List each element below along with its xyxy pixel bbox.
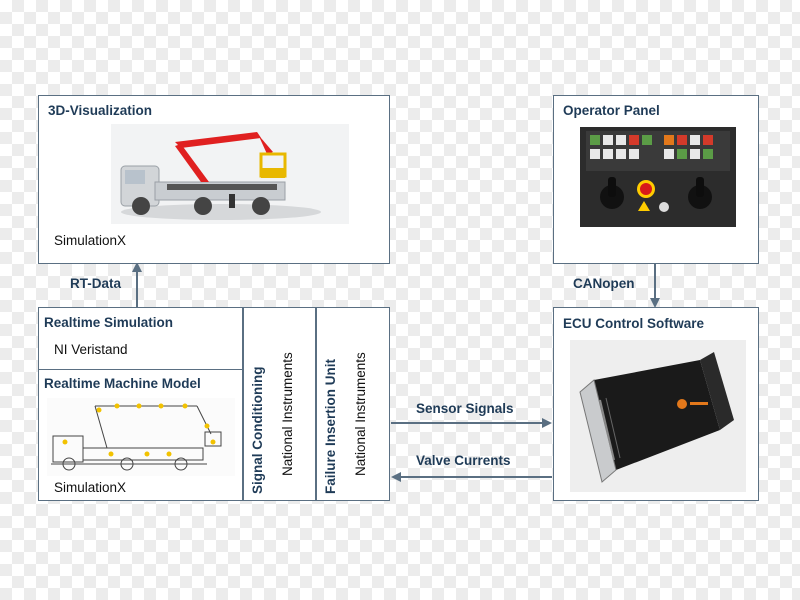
machine-model-box: Realtime Machine Model SimulationX (38, 369, 243, 501)
sensor-signals-label: Sensor Signals (416, 401, 514, 416)
crane-truck-render (111, 124, 349, 224)
realtime-simulation-sub: NI Veristand (54, 342, 128, 357)
operator-panel-title: Operator Panel (563, 103, 660, 118)
signal-conditioning-title: Signal Conditioning (250, 366, 265, 494)
realtime-simulation-title: Realtime Simulation (44, 315, 174, 330)
failure-insertion-box: Failure Insertion Unit National Instrume… (316, 307, 390, 501)
operator-panel-box: Operator Panel (553, 95, 759, 264)
visualization-box: 3D-Visualization SimulationX (38, 95, 390, 264)
failure-insertion-sub: National Instruments (353, 352, 368, 476)
canopen-label: CANopen (573, 276, 635, 291)
failure-insertion-title: Failure Insertion Unit (323, 358, 338, 494)
ecu-control-title: ECU Control Software (563, 316, 705, 331)
visualization-title: 3D-Visualization (48, 103, 153, 118)
realtime-simulation-panel: Realtime Simulation NI Veristand (38, 307, 243, 369)
machine-model-sub: SimulationX (54, 480, 127, 495)
signal-conditioning-box: Signal Conditioning National Instruments (243, 307, 316, 501)
ecu-controller-photo (570, 340, 746, 492)
machine-model-title: Realtime Machine Model (44, 376, 201, 391)
ecu-control-box: ECU Control Software (553, 307, 759, 501)
signal-conditioning-sub: National Instruments (280, 352, 295, 476)
valve-currents-label: Valve Currents (416, 453, 511, 468)
rt-data-label: RT-Data (70, 276, 122, 291)
crane-schematic-drawing (47, 398, 235, 476)
operator-panel-photo (580, 127, 736, 227)
visualization-sub: SimulationX (54, 233, 127, 248)
